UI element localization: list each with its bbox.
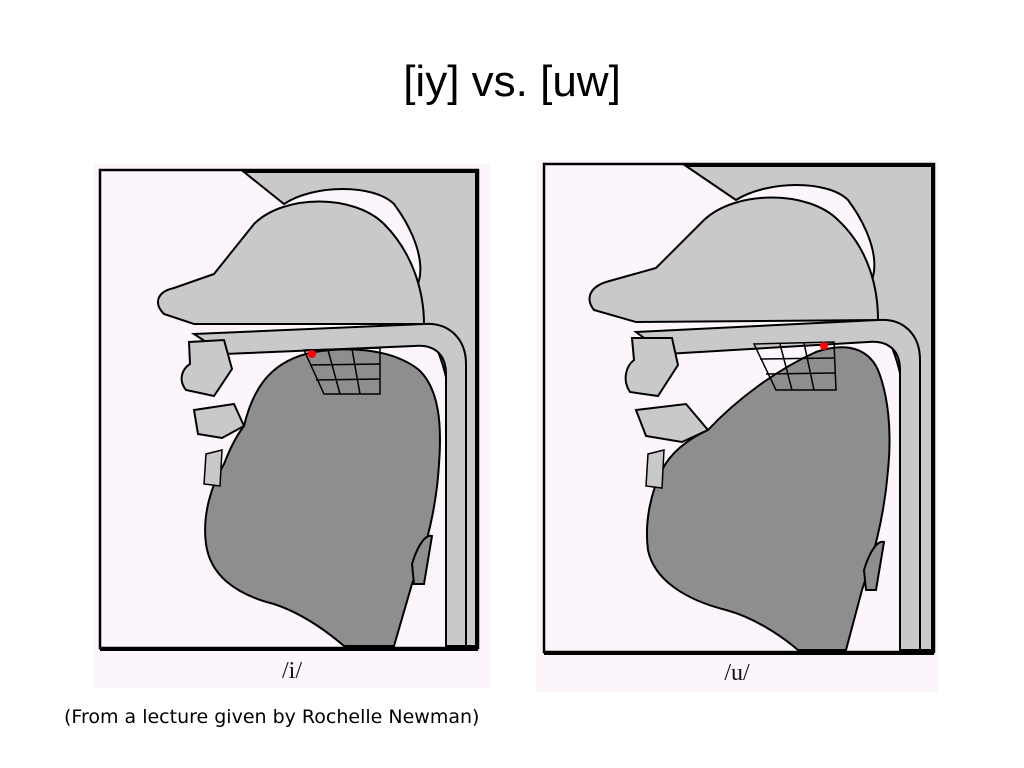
- tongue: [645, 346, 891, 651]
- chin: [203, 449, 223, 487]
- vocal-tract-svg-u: [542, 162, 936, 655]
- frame: [98, 168, 480, 650]
- hard-palate: [633, 318, 921, 651]
- lower-lip: [192, 402, 246, 440]
- slide-title: [iy] vs. [uw]: [403, 57, 621, 106]
- epiglottis: [410, 534, 434, 585]
- tongue-height-marker: [820, 342, 828, 350]
- vocal-tract-diagram-i: /i/: [94, 164, 490, 688]
- tongue-grid: [302, 347, 381, 395]
- upper-lip: [180, 338, 234, 398]
- tongue: [204, 348, 441, 647]
- vocal-tract-diagram-u: /u/: [536, 160, 938, 692]
- source-caption: (From a lecture given by Rochelle Newman…: [64, 706, 480, 728]
- nasal-cavity: [588, 196, 880, 324]
- upper-lip: [624, 337, 680, 398]
- epiglottis: [862, 540, 886, 591]
- hard-palate: [190, 322, 467, 647]
- diagram-label-i: /i/: [281, 658, 302, 684]
- chin: [645, 449, 665, 489]
- tongue-grid: [752, 341, 837, 391]
- vocal-tract-svg-i: [98, 168, 480, 651]
- tongue-height-marker: [308, 350, 316, 358]
- frame: [542, 162, 936, 654]
- nasal-cavity: [157, 200, 426, 325]
- diagram-label-u: /u/: [724, 660, 750, 686]
